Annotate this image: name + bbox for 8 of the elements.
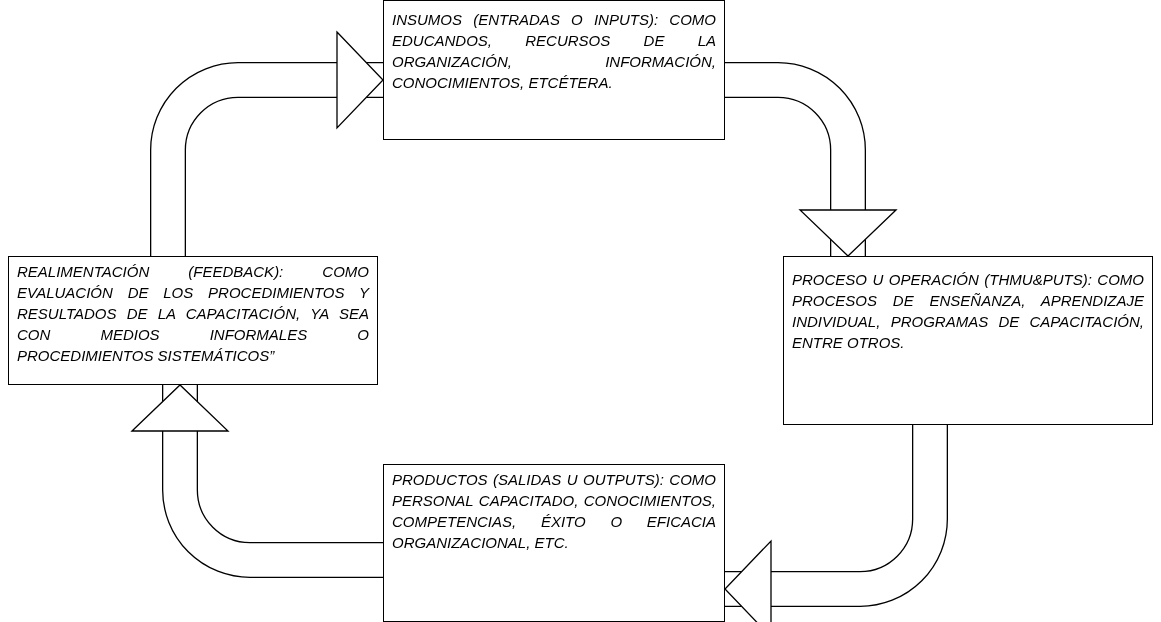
box-text: PRODUCTOS (SALIDAS U OUTPUTS): COMO PERSONAL CAPACITADO, CONOCIMIENTOS, COMPETENCIAS, ÉXITO O EFICACIA ORGANIZACIONAL, ETC. [392,470,716,553]
text-box [383,0,725,140]
text-box [8,256,378,385]
text-box [783,256,1153,425]
box-text: PROCESO U OPERACIÓN (THMU&PUTS): COMO PROCESOS DE ENSEÑANZA, APRENDIZAJE INDIVIDUAL, PROGRAMAS DE CAPACITACIÓN, ENTRE OTROS. [792,270,1144,353]
box-text: INSUMOS (ENTRADAS O INPUTS): COMO EDUCANDOS, RECURSOS DE LA ORGANIZACIÓN, INFORMACIÓN, CONOCIMIENTOS, ETCÉTERA. [392,10,716,93]
text-box [383,464,725,622]
box-text: REALIMENTACIÓN (FEEDBACK): COMO EVALUACIÓN DE LOS PROCEDIMIENTOS Y RESULTADOS DE LA CAPACITACIÓN, YA SEA CON MEDIOS INFORMALES O PROCEDIMIENTOS SISTEMÁTICOS” [17,262,369,366]
